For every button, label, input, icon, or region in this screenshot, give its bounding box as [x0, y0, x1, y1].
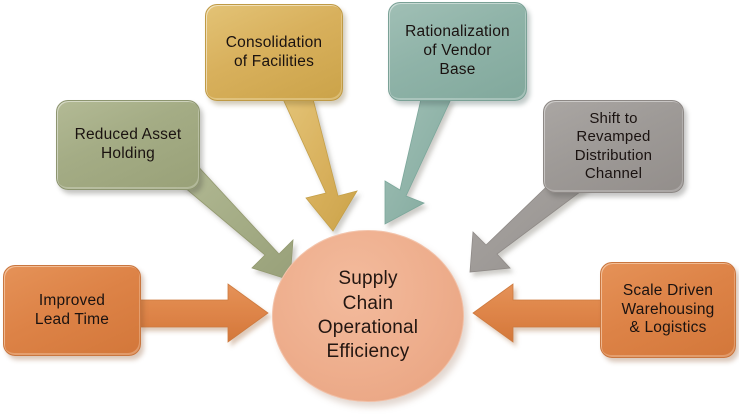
- arrow-scale-driven-warehousing-logistics: [472, 283, 603, 343]
- node-scale-driven-warehousing-logistics: Scale Driven Warehousing & Logistics: [600, 262, 736, 358]
- arrow-consolidation-of-facilities: [282, 98, 358, 232]
- center-node-supply-chain-operational-efficiency: Supply Chain Operational Efficiency: [272, 230, 464, 402]
- node-reduced-asset-holding-label: Reduced Asset Holding: [74, 126, 182, 162]
- arrow-rationalization-of-vendor-base: [384, 98, 452, 225]
- node-consolidation-of-facilities-label: Consolidation of Facilities: [225, 33, 323, 70]
- arrow-shift-to-revamped-distribution-channel: [469, 167, 589, 273]
- node-improved-lead-time: Improved Lead Time: [3, 265, 141, 356]
- arrow-improved-lead-time: [138, 283, 269, 343]
- node-rationalization-of-vendor-base-label: Rationalization of Vendor Base: [405, 23, 510, 78]
- center-node-label: Supply Chain Operational Efficiency: [317, 268, 419, 363]
- arrow-reduced-asset-holding: [170, 161, 294, 281]
- node-scale-driven-warehousing-logistics-label: Scale Driven Warehousing & Logistics: [621, 281, 715, 337]
- node-consolidation-of-facilities: Consolidation of Facilities: [205, 4, 343, 101]
- node-shift-to-revamped-distribution-channel-label: Shift to Revamped Distribution Channel: [574, 109, 653, 182]
- node-reduced-asset-holding: Reduced Asset Holding: [56, 100, 200, 190]
- node-shift-to-revamped-distribution-channel: Shift to Revamped Distribution Channel: [543, 100, 684, 193]
- node-rationalization-of-vendor-base: Rationalization of Vendor Base: [388, 2, 527, 101]
- node-improved-lead-time-label: Improved Lead Time: [34, 291, 110, 328]
